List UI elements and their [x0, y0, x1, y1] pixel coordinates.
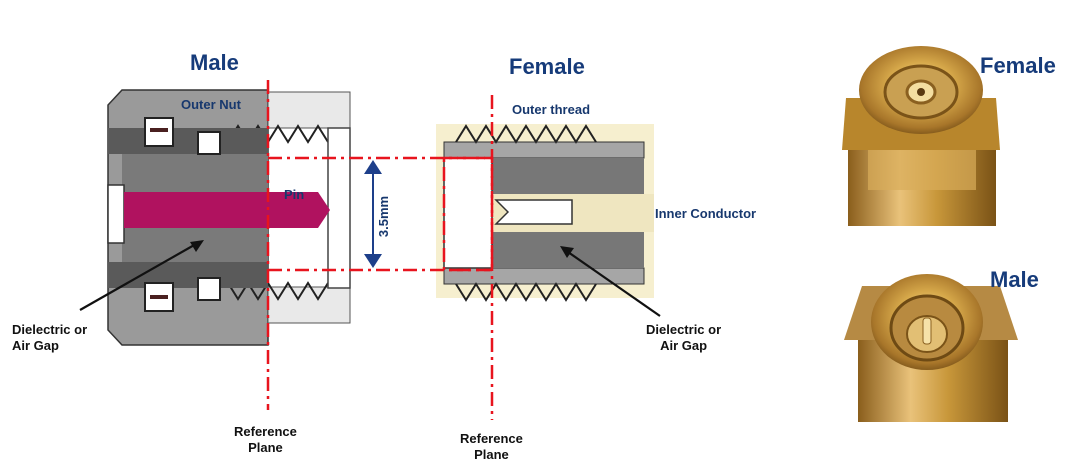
female-thread-teeth-bottom: [455, 282, 597, 302]
male-title: Male: [190, 50, 239, 75]
male-dark-band-top: [108, 128, 268, 154]
dimension-label: 3.5mm: [376, 195, 392, 238]
female-thread-teeth-top: [455, 124, 597, 144]
inner-conductor-label: Inner Conductor: [655, 206, 757, 221]
female-title: Female: [509, 54, 585, 79]
pin-label: Pin: [284, 187, 305, 202]
male-photo: [844, 274, 1018, 422]
female-front-face: [443, 157, 493, 269]
male-thread-top: [267, 91, 351, 129]
female-connector: [436, 124, 654, 302]
female-body-bottom: [443, 267, 645, 285]
dielectric-left-label: Dielectric or Air Gap: [12, 322, 88, 353]
male-dark-band-bottom: [108, 262, 268, 288]
male-connector: [107, 89, 351, 346]
dielectric-right-label: Dielectric or Air Gap: [646, 322, 722, 353]
male-thread-bottom: [267, 286, 351, 324]
outer-thread-label: Outer thread: [512, 102, 591, 117]
leader-arrows: [79, 240, 661, 317]
female-dielectric-top: [492, 158, 644, 194]
photo-female-label: Female: [980, 53, 1056, 78]
dimension-arrow: [364, 160, 382, 268]
reference-lines: [266, 80, 494, 420]
female-body-top: [443, 141, 645, 159]
male-rear-tab: [107, 184, 125, 244]
male-sleeve: [327, 127, 351, 289]
female-photo: [842, 46, 1000, 226]
female-socket: [494, 199, 573, 225]
reference-plane-right-label: Reference Plane: [460, 431, 523, 462]
outer-nut-label: Outer Nut: [181, 97, 241, 112]
male-pin: [124, 192, 330, 228]
photo-male-label: Male: [990, 267, 1039, 292]
reference-plane-left-label: Reference Plane: [234, 424, 297, 455]
male-thread-teeth-bottom: [227, 281, 329, 301]
